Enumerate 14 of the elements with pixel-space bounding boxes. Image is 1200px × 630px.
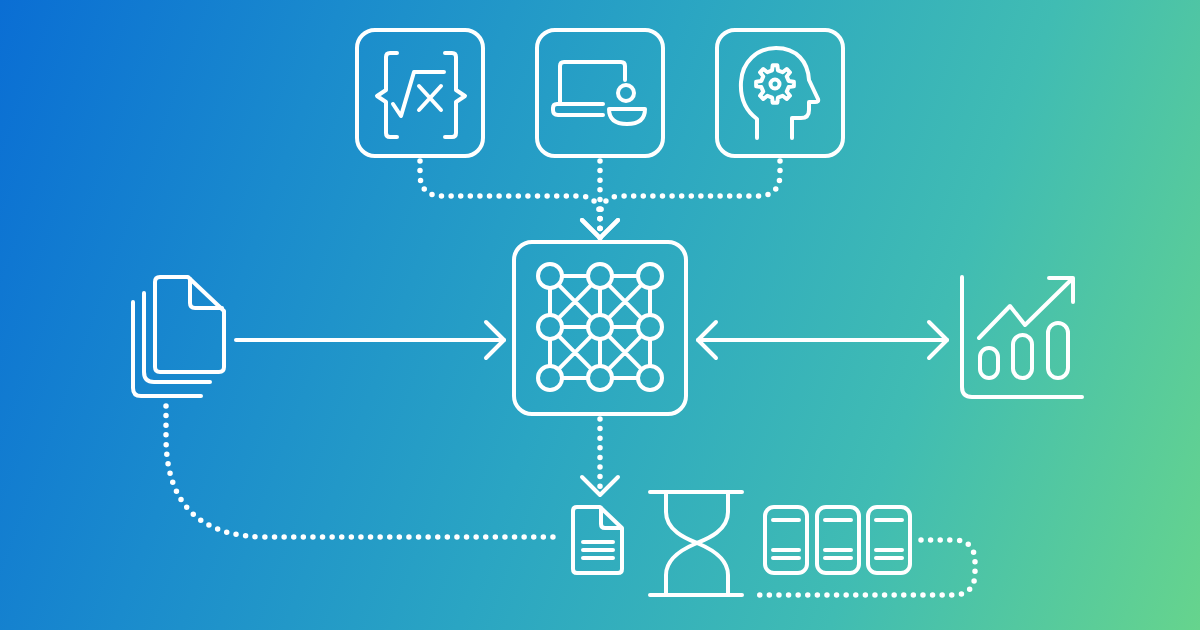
server-icon — [865, 504, 913, 576]
document-icon — [569, 503, 626, 577]
icon-tile — [512, 240, 688, 416]
icon-tile — [715, 28, 845, 158]
documents-icon — [128, 273, 228, 400]
icon-tile — [535, 28, 665, 158]
server-icon — [814, 504, 862, 576]
dotted-arrow — [580, 158, 783, 241]
double-arrow — [696, 320, 949, 360]
hourglass-icon — [646, 488, 746, 599]
dotted-arrow — [580, 416, 620, 498]
icon-tile — [355, 28, 485, 158]
arrow — [234, 320, 506, 360]
server-icon — [762, 504, 810, 576]
